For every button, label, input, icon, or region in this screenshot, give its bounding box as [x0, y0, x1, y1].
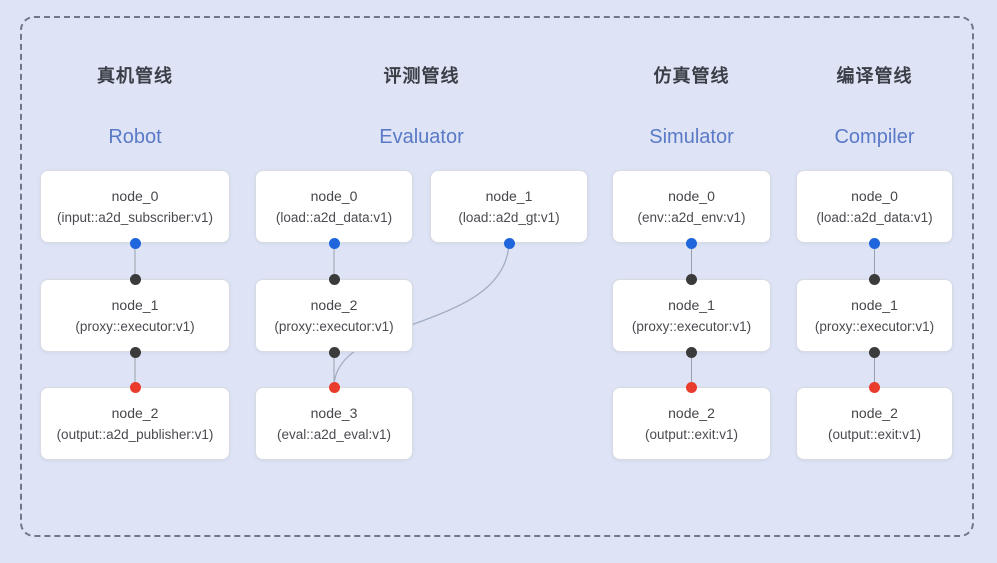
- node-simulator-0[interactable]: node_0 (env::a2d_env:v1): [612, 170, 771, 243]
- node-evaluator-0[interactable]: node_0 (load::a2d_data:v1): [255, 170, 413, 243]
- source-handle-dark-icon: [686, 346, 697, 358]
- node-type: (output::exit:v1): [827, 426, 922, 442]
- node-name: node_1: [668, 296, 715, 313]
- sink-handle-red-icon: [328, 381, 340, 393]
- node-name: node_1: [485, 187, 533, 204]
- node-type: (load::a2d_data:v1): [275, 209, 393, 225]
- node-type: (input::a2d_subscriber:v1): [56, 209, 214, 225]
- node-type: (eval::a2d_eval:v1): [276, 426, 392, 442]
- node-name: node_2: [851, 404, 898, 421]
- target-handle-dark-icon: [869, 273, 880, 285]
- pipeline-title-zh-simulator: 仿真管线: [653, 66, 730, 86]
- node-evaluator-1[interactable]: node_1 (load::a2d_gt:v1): [430, 170, 588, 243]
- node-simulator-1[interactable]: node_1 (proxy::executor:v1): [612, 279, 771, 352]
- node-type: (load::a2d_gt:v1): [458, 209, 560, 225]
- node-name: node_0: [111, 187, 159, 204]
- source-handle-blue-icon: [869, 237, 880, 249]
- node-type: (proxy::executor:v1): [631, 318, 752, 334]
- pipeline-title-zh-robot: 真机管线: [97, 66, 173, 86]
- sink-handle-red-icon: [869, 381, 880, 393]
- node-evaluator-3[interactable]: node_3 (eval::a2d_eval:v1): [255, 387, 413, 460]
- node-type: (proxy::executor:v1): [274, 318, 394, 334]
- node-name: node_0: [310, 187, 358, 204]
- cross-edge-gt-to-eval: [333, 242, 510, 388]
- dashed-frame: [20, 16, 974, 537]
- sink-handle-red-icon: [686, 381, 697, 393]
- source-handle-blue-icon: [129, 237, 141, 249]
- node-compiler-2[interactable]: node_2 (output::exit:v1): [796, 387, 953, 460]
- source-handle-dark-icon: [328, 346, 340, 358]
- node-type: (proxy::executor:v1): [75, 318, 195, 334]
- sink-handle-red-icon: [129, 381, 141, 393]
- node-name: node_1: [851, 296, 898, 313]
- target-handle-dark-icon: [129, 273, 141, 285]
- node-robot-1[interactable]: node_1 (proxy::executor:v1): [40, 279, 230, 352]
- node-compiler-0[interactable]: node_0 (load::a2d_data:v1): [796, 170, 953, 243]
- node-robot-0[interactable]: node_0 (input::a2d_subscriber:v1): [40, 170, 230, 243]
- node-name: node_0: [851, 187, 898, 204]
- node-evaluator-2[interactable]: node_2 (proxy::executor:v1): [255, 279, 413, 352]
- node-type: (output::a2d_publisher:v1): [56, 426, 214, 442]
- source-handle-dark-icon: [869, 346, 880, 358]
- node-name: node_2: [668, 404, 715, 421]
- pipeline-title-en-simulator: Simulator: [649, 126, 734, 148]
- node-name: node_2: [111, 404, 159, 421]
- node-simulator-2[interactable]: node_2 (output::exit:v1): [612, 387, 771, 460]
- pipeline-title-en-compiler: Compiler: [834, 126, 915, 148]
- source-handle-blue-icon: [328, 237, 340, 249]
- source-handle-dark-icon: [129, 346, 141, 358]
- node-type: (env::a2d_env:v1): [637, 209, 746, 225]
- source-handle-blue-icon: [686, 237, 697, 249]
- node-name: node_1: [111, 296, 159, 313]
- node-robot-2[interactable]: node_2 (output::a2d_publisher:v1): [40, 387, 230, 460]
- pipeline-title-en-evaluator: Evaluator: [379, 126, 464, 148]
- node-type: (load::a2d_data:v1): [816, 209, 933, 225]
- source-handle-blue-icon: [503, 237, 515, 249]
- node-name: node_2: [310, 296, 358, 313]
- node-name: node_0: [668, 187, 715, 204]
- node-compiler-1[interactable]: node_1 (proxy::executor:v1): [796, 279, 953, 352]
- node-type: (output::exit:v1): [644, 426, 739, 442]
- pipeline-title-zh-evaluator: 评测管线: [383, 66, 460, 86]
- pipeline-title-zh-compiler: 编译管线: [836, 66, 913, 86]
- pipeline-title-en-robot: Robot: [108, 126, 162, 148]
- target-handle-dark-icon: [686, 273, 697, 285]
- node-name: node_3: [310, 404, 358, 421]
- target-handle-dark-icon: [328, 273, 340, 285]
- node-type: (proxy::executor:v1): [814, 318, 935, 334]
